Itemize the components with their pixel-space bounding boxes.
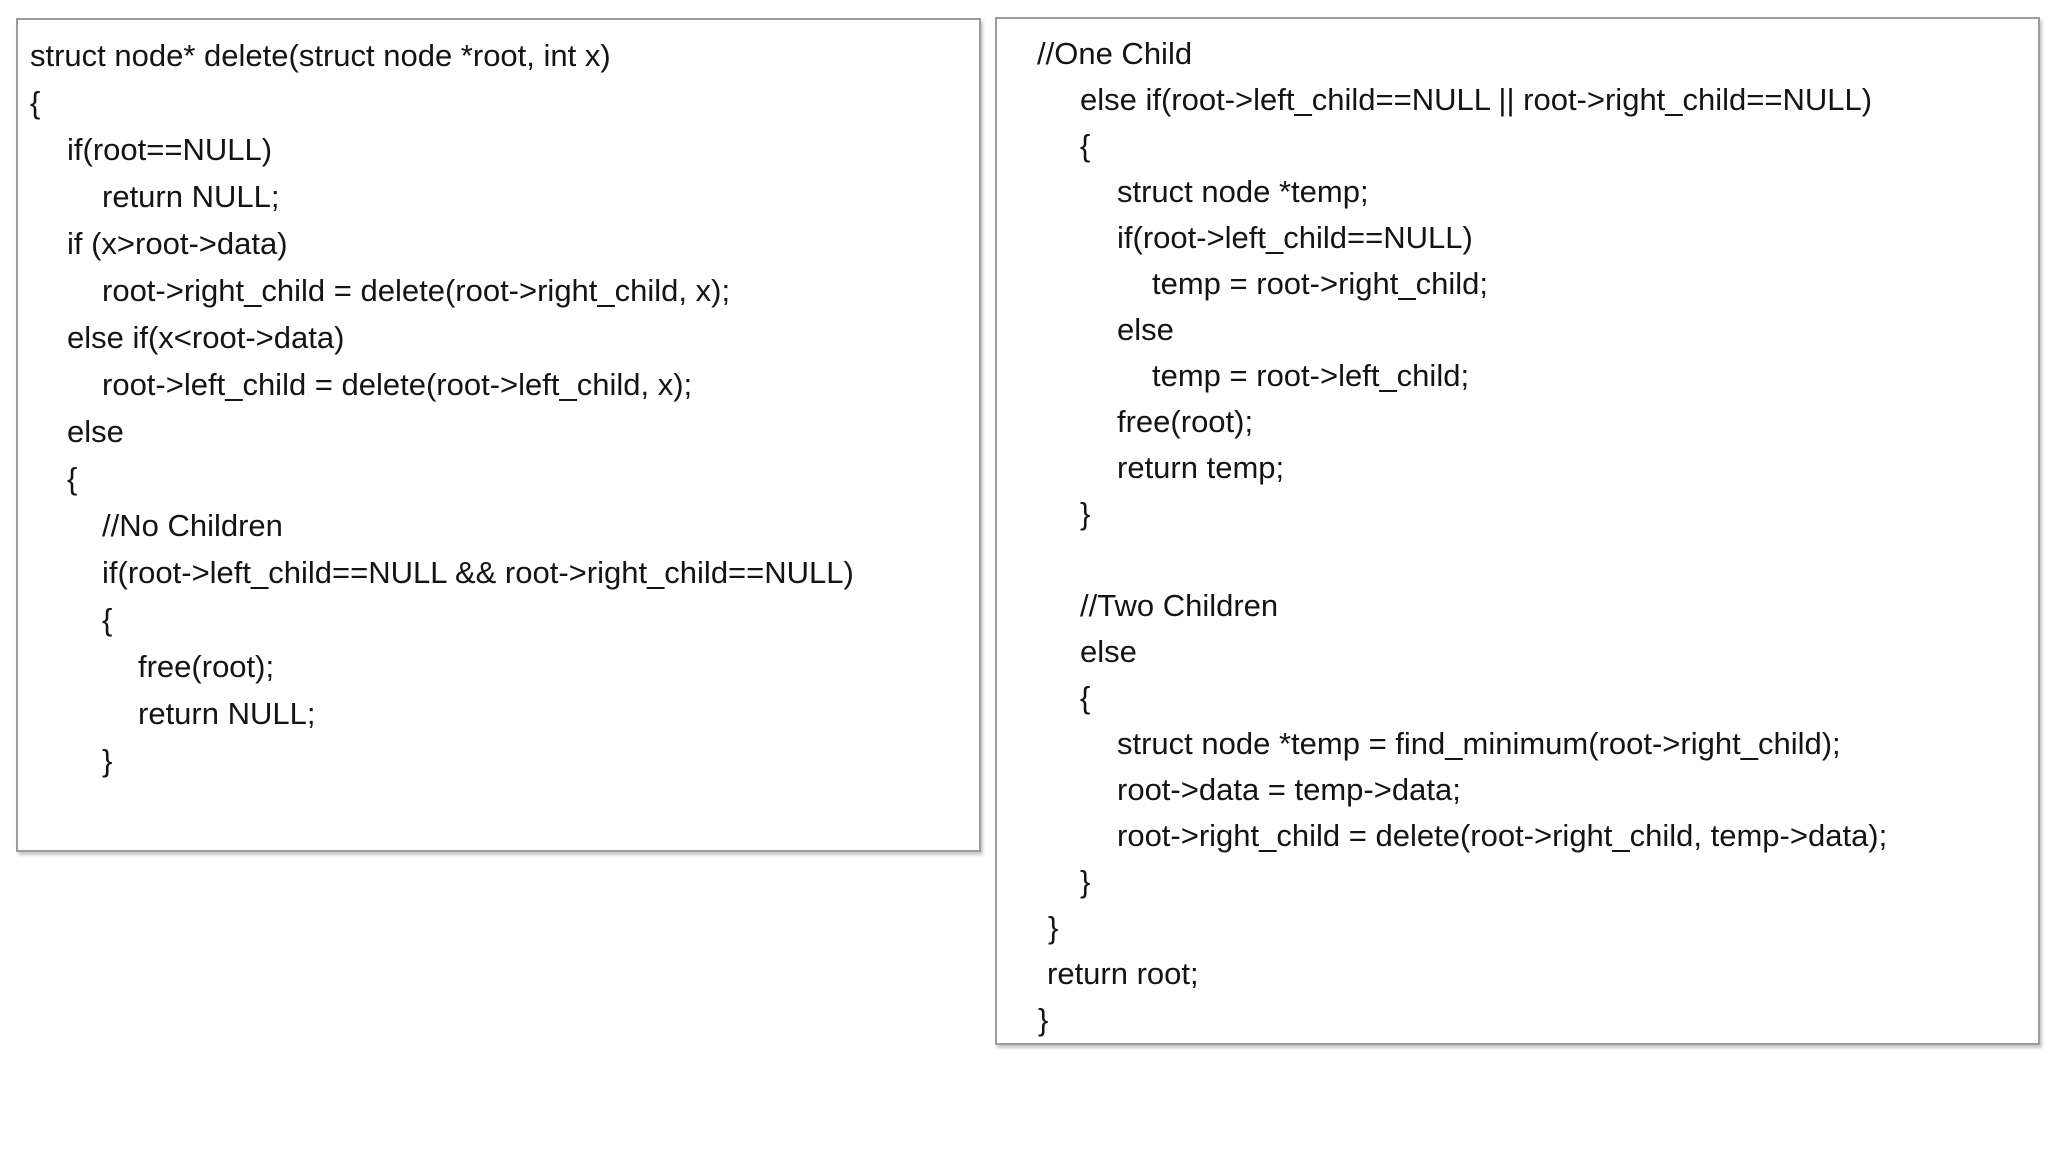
code-line: free(root); bbox=[1117, 404, 1254, 439]
code-line: { bbox=[102, 602, 113, 637]
code-line: root->right_child = delete(root->right_c… bbox=[102, 273, 731, 308]
code-line: temp = root->right_child; bbox=[1152, 266, 1489, 301]
code-line: { bbox=[1080, 128, 1091, 163]
code-line: if(root==NULL) bbox=[67, 132, 273, 167]
code-line: { bbox=[30, 85, 41, 120]
code-line: struct node *temp = find_minimum(root->r… bbox=[1117, 726, 1841, 761]
code-line: else if(root->left_child==NULL || root->… bbox=[1080, 82, 1873, 117]
code-line: return NULL; bbox=[138, 696, 316, 731]
code-line: struct node *temp; bbox=[1117, 174, 1369, 209]
code-line: root->left_child = delete(root->left_chi… bbox=[102, 367, 693, 402]
code-line: } bbox=[1080, 496, 1091, 531]
code-line: struct node* delete(struct node *root, i… bbox=[30, 38, 611, 73]
code-line: root->right_child = delete(root->right_c… bbox=[1117, 818, 1888, 853]
code-line: } bbox=[1048, 910, 1059, 945]
code-line: //No Children bbox=[102, 508, 283, 543]
code-line: free(root); bbox=[138, 649, 275, 684]
code-line: if(root->left_child==NULL && root->right… bbox=[102, 555, 854, 590]
code-line: } bbox=[1038, 1002, 1049, 1037]
code-line bbox=[997, 537, 2038, 583]
left-code-panel: struct node* delete(struct node *root, i… bbox=[16, 18, 981, 852]
code-line: else bbox=[1080, 634, 1137, 669]
code-line: if(root->left_child==NULL) bbox=[1117, 220, 1473, 255]
code-line: //One Child bbox=[1037, 36, 1193, 71]
code-line: if (x>root->data) bbox=[67, 226, 288, 261]
code-line: { bbox=[1080, 680, 1091, 715]
code-line: } bbox=[102, 743, 113, 778]
code-line: } bbox=[1080, 864, 1091, 899]
code-line: root->data = temp->data; bbox=[1117, 772, 1461, 807]
code-line: else bbox=[1117, 312, 1174, 347]
code-line: //Two Children bbox=[1080, 588, 1279, 623]
code-line: else if(x<root->data) bbox=[67, 320, 345, 355]
code-line: temp = root->left_child; bbox=[1152, 358, 1470, 393]
code-line: return root; bbox=[1047, 956, 1199, 991]
code-line: else bbox=[67, 414, 124, 449]
code-line: return NULL; bbox=[102, 179, 280, 214]
code-line: return temp; bbox=[1117, 450, 1285, 485]
right-code-panel: //One Child else if(root->left_child==NUL… bbox=[995, 17, 2040, 1045]
code-line: { bbox=[67, 461, 78, 496]
